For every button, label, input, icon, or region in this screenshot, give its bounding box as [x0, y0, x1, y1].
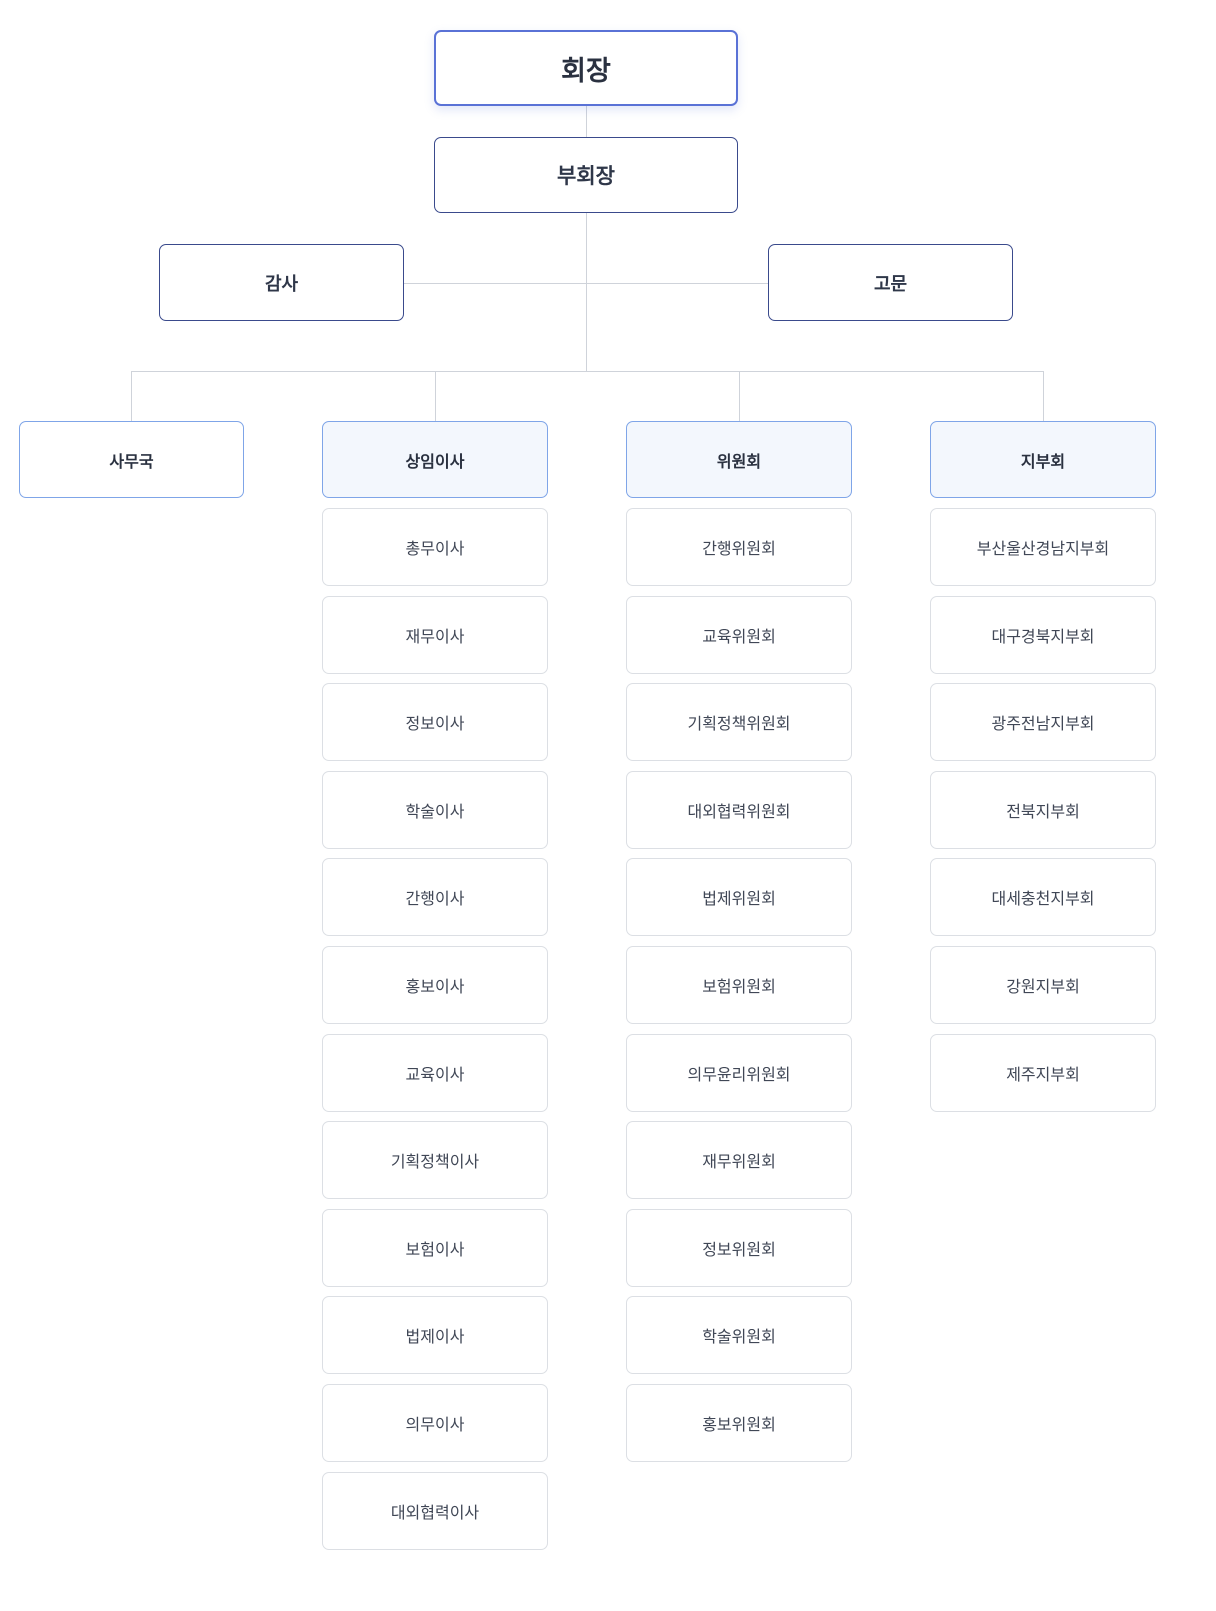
director-item: 의무이사 — [322, 1384, 548, 1462]
item-label: 전북지부회 — [1006, 802, 1080, 821]
director-item: 보험이사 — [322, 1209, 548, 1287]
director-item: 재무이사 — [322, 596, 548, 674]
director-item: 홍보이사 — [322, 946, 548, 1024]
item-label: 부산울산경남지부회 — [976, 539, 1110, 558]
director-item: 학술이사 — [322, 771, 548, 849]
vice-chairman-label: 부회장 — [557, 164, 615, 188]
committee-item: 교육위원회 — [626, 596, 852, 674]
connector-vice-trunk — [586, 213, 587, 371]
director-item: 대외협력이사 — [322, 1472, 548, 1550]
item-label: 간행위원회 — [702, 539, 776, 558]
connector-departments-bar — [131, 371, 1044, 372]
item-label: 홍보이사 — [405, 977, 465, 996]
item-label: 교육위원회 — [702, 627, 776, 646]
committee-item: 대외협력위원회 — [626, 771, 852, 849]
connector-advisor — [587, 283, 769, 284]
branch-item: 전북지부회 — [930, 771, 1156, 849]
item-label: 간행이사 — [405, 889, 465, 908]
branch-item: 대세충천지부회 — [930, 858, 1156, 936]
department-box-secretariat: 사무국 — [19, 421, 244, 498]
item-label: 보험위원회 — [702, 977, 776, 996]
auditor-label: 감사 — [264, 273, 299, 295]
department-label: 상임이사 — [405, 451, 465, 471]
committee-item: 기획정책위원회 — [626, 683, 852, 761]
item-label: 학술이사 — [405, 802, 465, 821]
connector-auditor — [403, 283, 586, 284]
department-label: 사무국 — [109, 451, 154, 471]
advisor-label: 고문 — [873, 273, 908, 295]
item-label: 대구경북지부회 — [991, 627, 1095, 646]
auditor-box: 감사 — [159, 244, 404, 321]
item-label: 교육이사 — [405, 1065, 465, 1084]
connector-dept-2 — [739, 371, 740, 421]
department-label: 위원회 — [716, 451, 762, 471]
committee-item: 재무위원회 — [626, 1121, 852, 1199]
advisor-box: 고문 — [768, 244, 1013, 321]
item-label: 정보위원회 — [702, 1240, 776, 1259]
director-item: 간행이사 — [322, 858, 548, 936]
item-label: 제주지부회 — [1006, 1065, 1080, 1084]
connector-chairman-vice — [586, 106, 587, 137]
item-label: 강원지부회 — [1006, 977, 1080, 996]
committee-item: 보험위원회 — [626, 946, 852, 1024]
item-label: 학술위원회 — [702, 1327, 776, 1346]
branch-item: 제주지부회 — [930, 1034, 1156, 1112]
branch-item: 광주전남지부회 — [930, 683, 1156, 761]
branch-item: 강원지부회 — [930, 946, 1156, 1024]
department-box-branches: 지부회 — [930, 421, 1156, 498]
item-label: 대세충천지부회 — [991, 889, 1095, 908]
item-label: 기획정책이사 — [390, 1152, 480, 1171]
branch-item: 부산울산경남지부회 — [930, 508, 1156, 586]
item-label: 법제이사 — [405, 1327, 465, 1346]
item-label: 기획정책위원회 — [687, 714, 791, 733]
branch-item: 대구경북지부회 — [930, 596, 1156, 674]
item-label: 재무이사 — [405, 627, 465, 646]
committee-item: 법제위원회 — [626, 858, 852, 936]
item-label: 홍보위원회 — [702, 1415, 776, 1434]
committee-item: 의무윤리위원회 — [626, 1034, 852, 1112]
item-label: 대외협력위원회 — [687, 802, 791, 821]
director-item: 교육이사 — [322, 1034, 548, 1112]
connector-dept-0 — [131, 371, 132, 421]
item-label: 법제위원회 — [702, 889, 776, 908]
director-item: 총무이사 — [322, 508, 548, 586]
committee-item: 학술위원회 — [626, 1296, 852, 1374]
item-label: 보험이사 — [405, 1240, 465, 1259]
connector-dept-1 — [435, 371, 436, 421]
item-label: 대외협력이사 — [390, 1503, 480, 1522]
item-label: 정보이사 — [405, 714, 465, 733]
chairman-box: 회장 — [434, 30, 738, 106]
director-item: 정보이사 — [322, 683, 548, 761]
item-label: 의무윤리위원회 — [687, 1065, 791, 1084]
department-box-committees: 위원회 — [626, 421, 852, 498]
director-item: 법제이사 — [322, 1296, 548, 1374]
item-label: 광주전남지부회 — [991, 714, 1095, 733]
committee-item: 홍보위원회 — [626, 1384, 852, 1462]
item-label: 의무이사 — [405, 1415, 465, 1434]
director-item: 기획정책이사 — [322, 1121, 548, 1199]
committee-item: 간행위원회 — [626, 508, 852, 586]
item-label: 재무위원회 — [702, 1152, 776, 1171]
vice-chairman-box: 부회장 — [434, 137, 738, 213]
item-label: 총무이사 — [405, 539, 465, 558]
connector-dept-3 — [1043, 371, 1044, 421]
committee-item: 정보위원회 — [626, 1209, 852, 1287]
chairman-label: 회장 — [561, 55, 611, 87]
department-box-standing-directors: 상임이사 — [322, 421, 548, 498]
department-label: 지부회 — [1020, 451, 1066, 471]
